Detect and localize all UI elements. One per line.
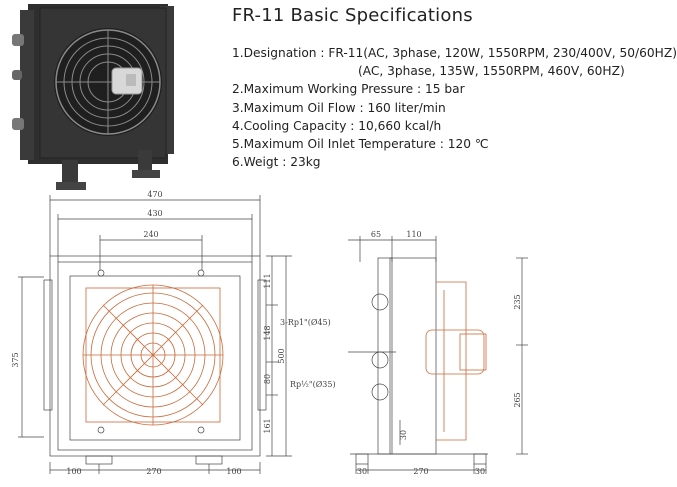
spec-item: 6.Weigt : 23kg bbox=[232, 155, 321, 170]
spec-item: 3.Maximum Oil Flow : 160 liter/min bbox=[232, 100, 446, 115]
technical-drawing: 470 430 240 375 111 148 80 161 500 100 2… bbox=[11, 190, 528, 476]
dim-side-bottom-mid: 270 bbox=[413, 467, 428, 476]
dim-right-total: 500 bbox=[277, 348, 286, 363]
dim-port-lower: Rp½"(Ø35) bbox=[290, 380, 336, 389]
dim-side-top-left: 65 bbox=[371, 230, 381, 239]
spec-item: 2.Maximum Working Pressure : 15 bar bbox=[232, 82, 465, 97]
dim-bottom-mid: 270 bbox=[146, 467, 161, 476]
dim-side-left-small: 30 bbox=[399, 430, 408, 440]
product-photo bbox=[12, 4, 174, 190]
dim-side-top-right: 110 bbox=[406, 230, 421, 239]
dim-bottom-left: 100 bbox=[66, 467, 81, 476]
dim-top-inner: 430 bbox=[147, 209, 162, 218]
page-title: FR-11 Basic Specifications bbox=[232, 5, 473, 26]
dim-right-4: 161 bbox=[263, 418, 272, 433]
spec-item: 5.Maximum Oil Inlet Temperature : 120 ℃ bbox=[232, 137, 489, 152]
spec-item: 4.Cooling Capacity : 10,660 kcal/h bbox=[232, 118, 442, 133]
dim-side-right-lower: 265 bbox=[513, 392, 522, 407]
dim-side-right-upper: 235 bbox=[513, 294, 522, 309]
dim-right-3: 80 bbox=[263, 374, 272, 384]
dim-side-bottom-right: 30 bbox=[475, 467, 485, 476]
dim-top-overall: 470 bbox=[147, 190, 162, 199]
dim-port-upper: 3-Rp1"(Ø45) bbox=[280, 318, 331, 327]
spec-item: (AC, 3phase, 135W, 1550RPM, 460V, 60HZ) bbox=[358, 64, 625, 79]
spec-list: 1.Designation : FR-11(AC, 3phase, 120W, … bbox=[232, 44, 677, 171]
dim-right-2: 148 bbox=[263, 325, 272, 340]
dim-bottom-right: 100 bbox=[226, 467, 241, 476]
dim-left-height: 375 bbox=[11, 352, 20, 367]
dim-top-bolts: 240 bbox=[143, 230, 158, 239]
dim-right-1: 111 bbox=[263, 273, 272, 288]
spec-item: 1.Designation : FR-11(AC, 3phase, 120W, … bbox=[232, 46, 677, 60]
dim-side-bottom-left: 30 bbox=[357, 467, 367, 476]
